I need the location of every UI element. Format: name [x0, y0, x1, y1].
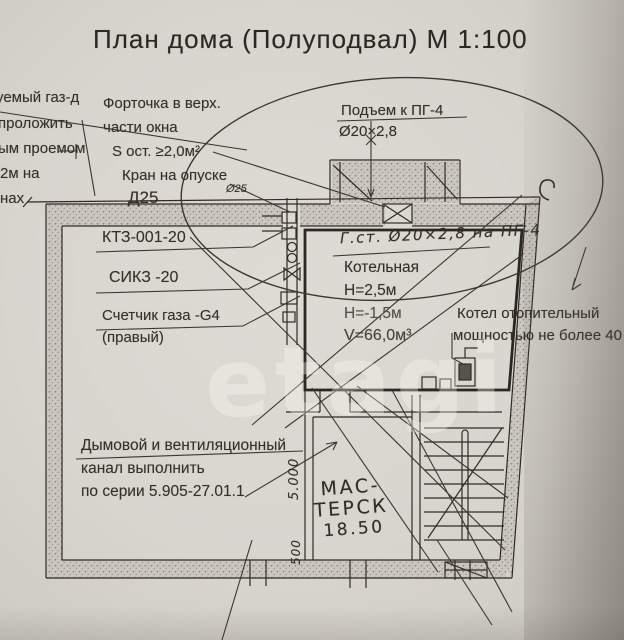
- window-note-line3: S ост. ≥2,0м²: [112, 143, 200, 160]
- duct-note-line2: канал выполнить: [81, 460, 205, 477]
- duct-note-line3: по серии 5.905-27.01.1: [81, 483, 245, 500]
- gas-meter-label-line2: (правый): [102, 329, 164, 346]
- photo-edge-shadow-right: [524, 0, 624, 640]
- left-note-line1: уемый газ-д: [0, 89, 80, 106]
- boiler-note-line2: мощностью не более 40: [453, 327, 622, 344]
- left-note-line4: 2м на: [0, 165, 40, 182]
- riser-note-line1: Подъем к ПГ-4: [341, 102, 444, 119]
- dimension-5000: 5.000: [287, 457, 302, 500]
- handwritten-room-name: МАС- ТЕРСК 18.50: [313, 474, 391, 542]
- left-note-line2: проложить: [0, 115, 73, 132]
- pipe-diameter-tag: Ø25: [226, 183, 247, 195]
- site-watermark: etagi: [204, 322, 509, 440]
- boiler-room-height: H=2,5м: [344, 282, 397, 299]
- device-ktz-label: КТЗ-001-20: [102, 229, 186, 246]
- left-note-line5: нах: [0, 190, 25, 207]
- boiler-room-name: Котельная: [344, 259, 420, 276]
- duct-note-line1: Дымовой и вентиляционный: [81, 437, 287, 454]
- drawing-title: План дома (Полуподвал) М 1:100: [93, 24, 528, 54]
- photo-edge-shadow-bottom: [0, 606, 624, 640]
- window-note-line2: части окна: [103, 119, 178, 136]
- dimension-500: 500: [289, 539, 303, 565]
- left-note-line3: ым проемом: [0, 140, 86, 157]
- riser-note-line2: Ø20×2,8: [339, 123, 397, 140]
- valve-note-line2: Д25: [128, 188, 159, 207]
- boiler-note-line1: Котел отопительный: [457, 305, 599, 322]
- valve-note-line1: Кран на опуске: [122, 167, 228, 184]
- boiler-room-depth: H=-1,5м: [344, 305, 402, 322]
- window-note-line1: Форточка в верх.: [103, 95, 221, 112]
- boiler-room-volume: V=66,0м³: [344, 327, 412, 344]
- device-sikz-label: СИКЗ -20: [109, 269, 179, 286]
- gas-meter-label-line1: Счетчик газа -G4: [102, 307, 220, 324]
